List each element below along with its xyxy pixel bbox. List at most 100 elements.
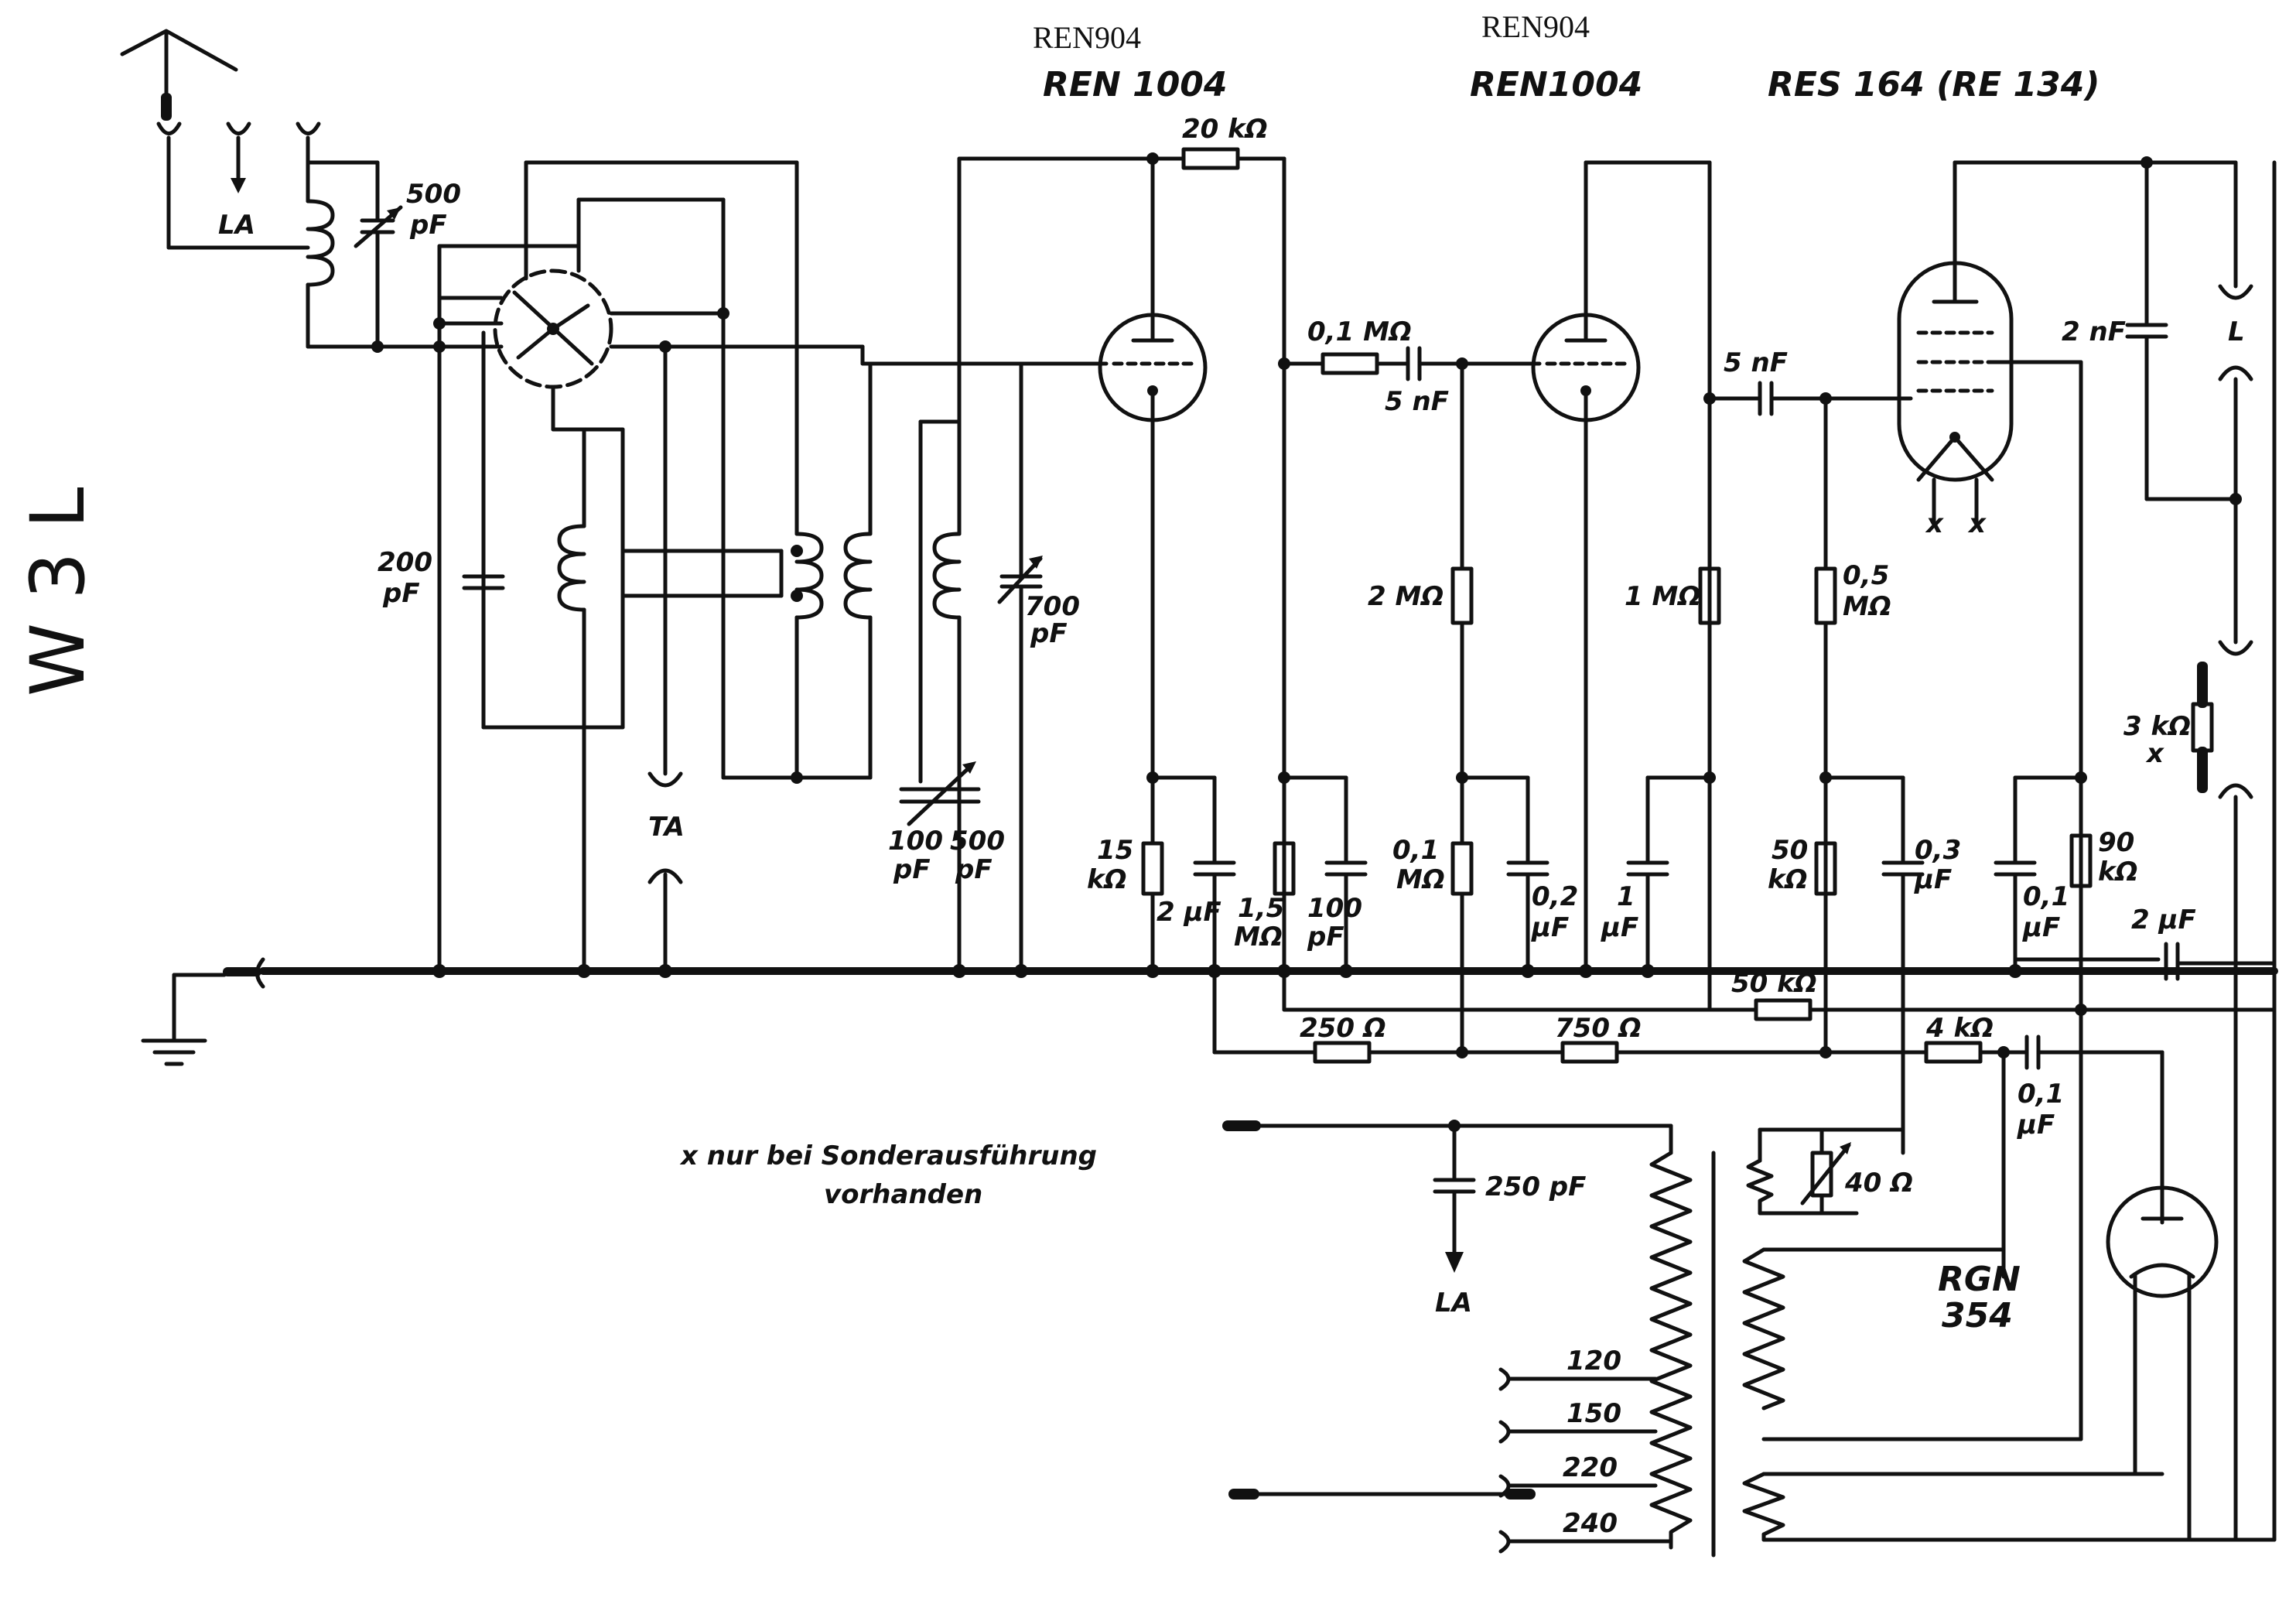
c250pf-label: 250 pF — [1485, 1171, 1586, 1202]
c03uf-value: 0,3 — [1915, 835, 1961, 866]
optional-jack-top — [2218, 640, 2253, 656]
potentiometer-40ohm — [1746, 1127, 1905, 1216]
resistor-4k — [1924, 1041, 1983, 1064]
model-title: W 3 L — [15, 487, 101, 696]
tube-v2-name: REN1004 — [1470, 65, 1642, 104]
r250-label: 250 Ω — [1300, 1013, 1386, 1044]
transformer-heater-winding — [1742, 1247, 1785, 1411]
footnote-line1: x nur bei Sonderausführung — [679, 1140, 1097, 1171]
waveband-switch — [437, 160, 865, 730]
c01uf-unit: µF — [2022, 912, 2060, 943]
ta-label: TA — [648, 812, 685, 843]
ta-input-jacks — [647, 344, 683, 973]
filament-mark-1: x — [1925, 508, 1944, 539]
c100-tuning-value: 100 — [888, 826, 943, 857]
c01uf-ps-value: 0,1 — [2018, 1079, 2064, 1110]
tap-220-label: 220 — [1563, 1452, 1618, 1483]
rectifier-name-line2: 354 — [1942, 1296, 2013, 1335]
capacitor-100pf-500pf-tuning — [899, 761, 981, 826]
c700-value: 700 — [1025, 591, 1080, 622]
c02uf-unit: µF — [1531, 912, 1569, 943]
capacitor-5nf-v2 — [1406, 346, 1542, 381]
r15k-unit: kΩ — [1087, 864, 1127, 895]
r3k-label: 3 kΩ — [2123, 711, 2191, 742]
r1m-label: 1 MΩ — [1625, 581, 1700, 612]
resistor-01mohm — [1321, 352, 1379, 375]
c5nf-v2-label: 5 nF — [1385, 386, 1449, 417]
c2uf-label: 2 µF — [1157, 897, 1221, 928]
c500-value: 500 — [406, 179, 461, 210]
resistor-2mohm — [1450, 566, 1474, 625]
c200-unit: pF — [382, 578, 420, 609]
c500-tuning-value: 500 — [950, 826, 1005, 857]
c100pf-unit: pF — [1307, 922, 1344, 952]
tap-240-label: 240 — [1563, 1508, 1618, 1539]
r05m-value: 0,5 — [1843, 560, 1889, 591]
r40-label: 40 Ω — [1844, 1168, 1913, 1199]
resistor-05mohm — [1814, 566, 1837, 625]
resistor-50k — [1814, 841, 1837, 896]
c02uf-value: 0,2 — [1532, 881, 1578, 912]
speaker-jack-bottom — [2218, 365, 2253, 381]
capacitor-500pf-antenna — [354, 205, 403, 349]
c2uf-output-label: 2 µF — [2131, 905, 2196, 935]
antenna-la-label: LA — [218, 210, 255, 241]
r01m-decoupling-value: 0,1 — [1392, 835, 1439, 866]
c01uf-value: 0,1 — [2023, 881, 2069, 912]
tube-v2-handwritten-name: REN904 — [1481, 9, 1590, 44]
coil-switch-lower — [557, 427, 586, 645]
resistor-3k — [2191, 702, 2214, 753]
r05m-unit: MΩ — [1843, 591, 1891, 622]
rectifier-name-line1: RGN — [1938, 1260, 2021, 1299]
r15m-unit: MΩ — [1234, 922, 1283, 952]
r2m-label: 2 MΩ — [1368, 581, 1444, 612]
r90k-unit: kΩ — [2098, 857, 2138, 887]
c500-tuning-unit: pF — [955, 854, 993, 885]
resistor-1mohm — [1698, 566, 1721, 625]
c200-value: 200 — [378, 547, 432, 578]
resistor-250ohm — [1313, 1041, 1372, 1064]
r15m-value: 1,5 — [1238, 893, 1284, 924]
resistor-20k — [1181, 147, 1240, 170]
resistor-01mohm-decoupling — [1450, 841, 1474, 896]
r750-label: 750 Ω — [1555, 1013, 1642, 1044]
optional-jack-bottom — [2218, 783, 2253, 799]
speaker-jack-top — [2218, 284, 2253, 300]
antenna-input-jacks — [156, 121, 321, 250]
r01m-decoupling-unit: MΩ — [1396, 864, 1445, 895]
tube-v2-symbol — [1531, 313, 1641, 973]
r3k-mark: x — [2145, 738, 2164, 769]
capacitor-200pf — [462, 501, 505, 730]
r4k-label: 4 kΩ — [1925, 1013, 1994, 1044]
r50k-bus-label: 50 kΩ — [1731, 968, 1817, 999]
c500-unit: pF — [409, 210, 447, 241]
r20k-label: 20 kΩ — [1182, 114, 1268, 145]
resistor-15k — [1141, 841, 1164, 896]
tube-v3-symbol — [1897, 160, 2014, 528]
tube-v1-handwritten-name: REN904 — [1033, 20, 1141, 55]
grid-coil-v1 — [918, 419, 962, 973]
capacitor-700pf-variable — [997, 365, 1043, 973]
tap-150-label: 150 — [1567, 1398, 1621, 1429]
tube-v3-name: RES 164 (RE 134) — [1768, 65, 2100, 104]
c01uf-ps-unit: µF — [2017, 1110, 2055, 1140]
ground-symbol — [141, 957, 265, 1066]
speaker-l-label: L — [2228, 316, 2245, 347]
filament-mark-2: x — [1967, 508, 1987, 539]
r50k-value: 50 — [1772, 835, 1808, 866]
c100pf-value: 100 — [1307, 893, 1362, 924]
r50k-unit: kΩ — [1768, 864, 1808, 895]
junction-dots — [371, 152, 2242, 1132]
r01m-label: 0,1 MΩ — [1307, 316, 1412, 347]
transformer-hv-winding — [1742, 1472, 1785, 1537]
resistor-50k-bus — [1754, 998, 1813, 1021]
c5nf-v3-label: 5 nF — [1724, 347, 1788, 378]
r15k-value: 15 — [1097, 835, 1133, 866]
capacitor-5nf-v3 — [1758, 381, 1913, 416]
antenna-coil — [306, 160, 449, 349]
c1uf-unit: µF — [1601, 912, 1638, 943]
resistor-90k — [2069, 833, 2093, 888]
la-bottom-label: LA — [1435, 1288, 1472, 1318]
c03uf-unit: µF — [1914, 864, 1952, 895]
